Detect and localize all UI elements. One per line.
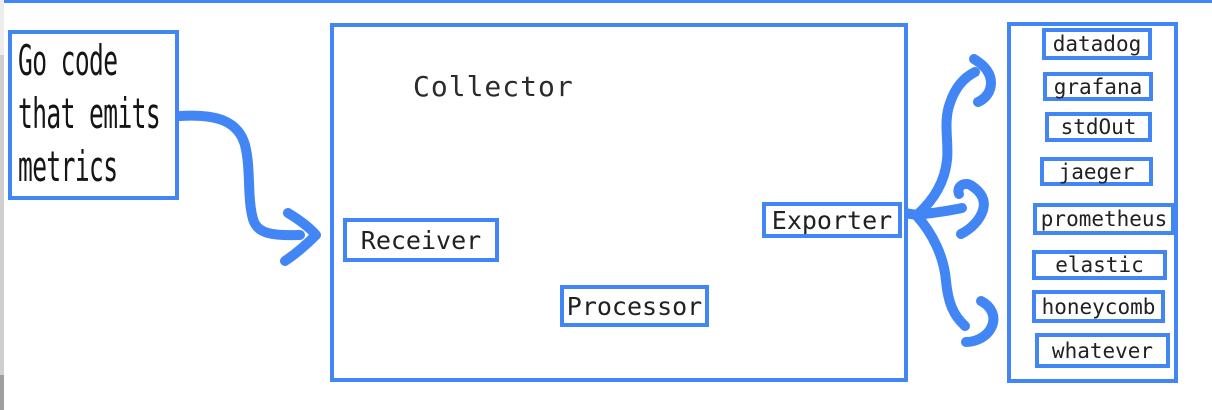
source-line: metrics bbox=[18, 142, 118, 191]
destination-honeycomb: honeycomb bbox=[1032, 290, 1165, 323]
destination-label: prometheus bbox=[1040, 207, 1168, 231]
destination-whatever: whatever bbox=[1035, 333, 1170, 368]
arrow-head-middle bbox=[953, 179, 989, 239]
source-line: that emits bbox=[18, 89, 161, 138]
left-scrollbar-sliver bbox=[0, 55, 4, 375]
destination-jaeger: jaeger bbox=[1040, 157, 1153, 186]
arrow-source-to-collector bbox=[175, 110, 321, 266]
arrow-head-bottom bbox=[961, 296, 999, 347]
collector-title: Collector bbox=[413, 70, 574, 103]
arrow-shaft-middle bbox=[912, 203, 967, 220]
receiver-label: Receiver bbox=[360, 225, 482, 255]
destination-stdout: stdOut bbox=[1045, 112, 1152, 142]
destination-label: whatever bbox=[1051, 338, 1154, 363]
destination-datadog: datadog bbox=[1042, 28, 1152, 60]
arrow-exporter-fanout bbox=[892, 54, 999, 347]
top-border-line bbox=[0, 0, 1212, 3]
arrow-head-top bbox=[969, 54, 996, 107]
receiver-box: Receiver bbox=[343, 218, 499, 262]
source-code-text: Go code that emits metrics bbox=[18, 34, 194, 193]
left-scrollbar-sliver bbox=[0, 0, 4, 55]
destination-label: grafana bbox=[1053, 74, 1143, 99]
destination-prometheus: prometheus bbox=[1033, 203, 1175, 235]
arrow-head bbox=[280, 208, 321, 266]
processor-box: Processor bbox=[560, 285, 709, 327]
destination-label: jaeger bbox=[1058, 159, 1135, 184]
exporter-box: Exporter bbox=[762, 202, 902, 238]
arrow-shaft bbox=[175, 110, 305, 241]
destination-label: datadog bbox=[1052, 32, 1142, 56]
destination-label: stdOut bbox=[1060, 115, 1137, 139]
destination-label: honeycomb bbox=[1041, 294, 1156, 319]
destination-elastic: elastic bbox=[1032, 250, 1167, 280]
arrow-shaft-top bbox=[912, 67, 980, 220]
destination-label: elastic bbox=[1055, 253, 1144, 277]
source-line: Go code bbox=[18, 36, 118, 85]
source-code-box: Go code that emits metrics bbox=[8, 30, 179, 200]
destination-grafana: grafana bbox=[1043, 72, 1153, 101]
processor-label: Processor bbox=[566, 291, 703, 321]
arrow-shaft-bottom bbox=[912, 211, 970, 331]
left-scrollbar-sliver bbox=[0, 375, 4, 410]
exporter-label: Exporter bbox=[771, 205, 893, 235]
